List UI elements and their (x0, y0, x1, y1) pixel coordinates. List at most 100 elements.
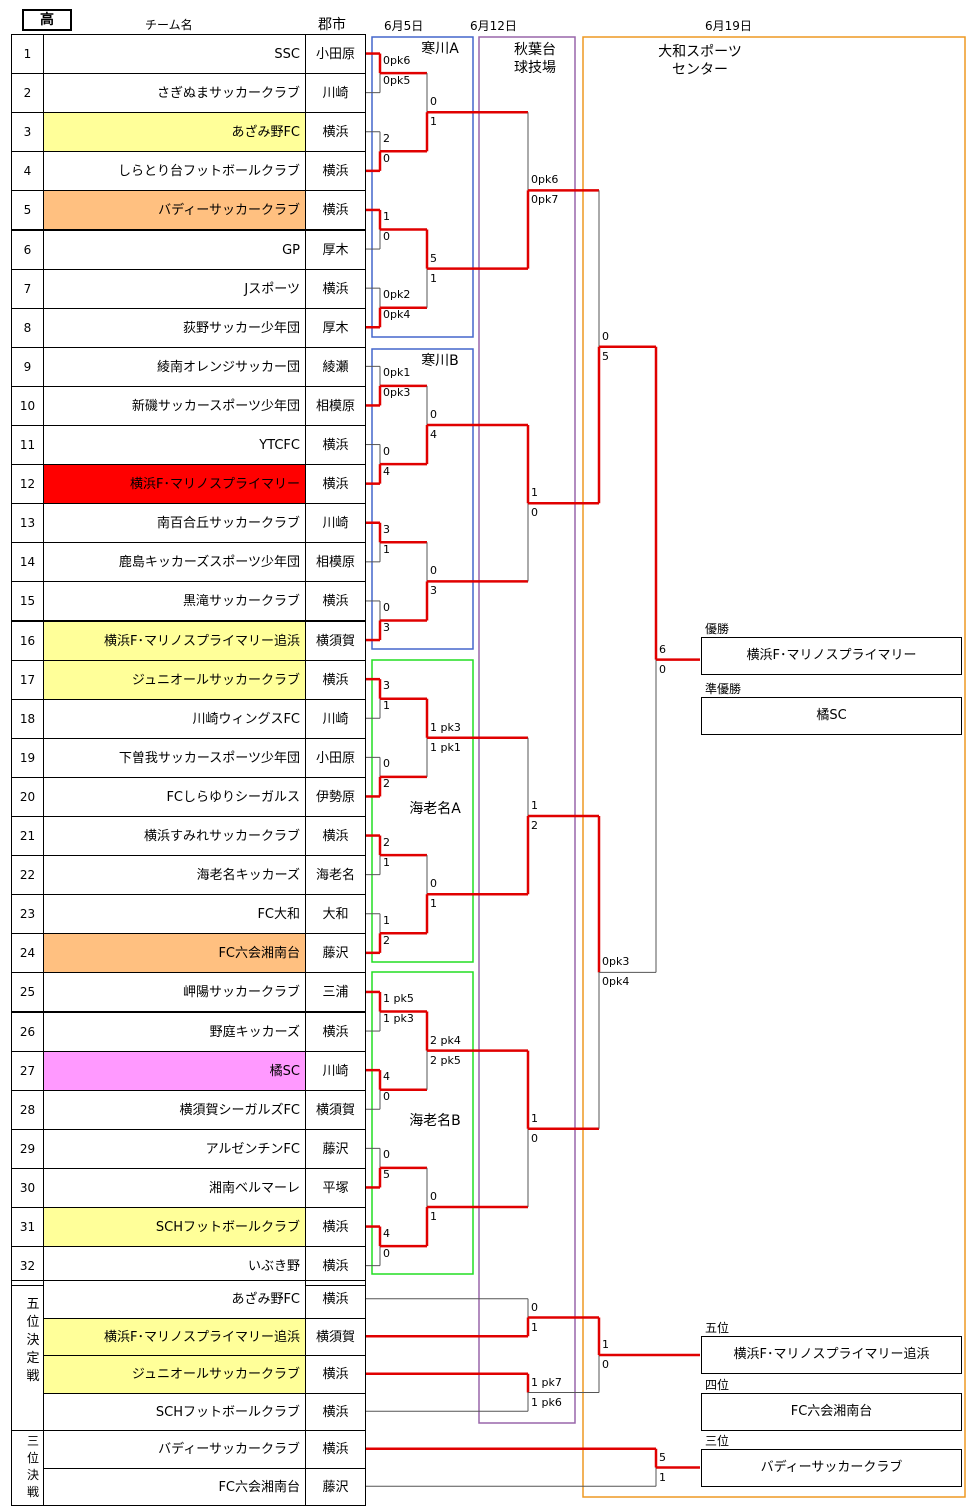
team-name: SSC (43, 34, 306, 75)
seed-number: 19 (11, 737, 44, 778)
team-city: 横須賀 (305, 1089, 366, 1130)
result-label: 五位 (705, 1321, 730, 1335)
team-city: 横浜 (305, 464, 366, 505)
score-label: 0pk6 (383, 53, 411, 67)
team-city: 横浜 (305, 659, 366, 700)
team-city: 横浜 (305, 581, 366, 622)
seed-number: 11 (11, 425, 44, 466)
score-label: 2 (531, 819, 538, 832)
team-name: バディーサッカークラブ (43, 190, 306, 231)
team-city: 横浜 (305, 425, 366, 466)
team-city: 川崎 (305, 1050, 366, 1091)
seed-number: 12 (11, 464, 44, 505)
seed-number: 7 (11, 268, 44, 309)
seed-number: 15 (11, 581, 44, 622)
team-name: FCしらゆりシーガルス (43, 776, 306, 817)
team-city: 厚木 (305, 307, 366, 348)
team-name: 海老名キッカーズ (43, 855, 306, 896)
team-name: FC六会湘南台 (43, 1467, 306, 1506)
venue-box-ebina-b (371, 971, 474, 1275)
venue-name: 海老名B (409, 1113, 461, 1129)
team-name: さぎぬまサッカークラブ (43, 73, 306, 114)
team-name: 南百合丘サッカークラブ (43, 503, 306, 544)
team-city: 藤沢 (305, 1467, 366, 1506)
seed-number: 16 (11, 620, 44, 661)
seed-number: 9 (11, 346, 44, 387)
team-city: 川崎 (305, 73, 366, 114)
venue-box-samukawa-a (371, 36, 474, 338)
score-label: 0pk4 (602, 975, 630, 989)
seed-number: 26 (11, 1011, 44, 1052)
team-name: 下曽我サッカースポーツ少年団 (43, 737, 306, 778)
venue-box-akibadai (478, 36, 576, 1424)
score-label: 2 (383, 131, 390, 145)
team-name: 横浜すみれサッカークラブ (43, 816, 306, 857)
score-label: 0 (383, 1246, 390, 1260)
score-label: 0pk6 (531, 173, 559, 187)
team-name: 岬陽サッカークラブ (43, 972, 306, 1013)
venue-box-ebina-a (371, 659, 474, 963)
team-city: 厚木 (305, 229, 366, 270)
score-label: 1 (383, 209, 390, 223)
score-label: 0pk3 (602, 955, 630, 969)
team-city: 横浜 (305, 1246, 366, 1287)
team-city: 相模原 (305, 542, 366, 583)
score-label: 1 pk7 (531, 1375, 562, 1389)
team-name: Jスポーツ (43, 268, 306, 309)
result-team: 橘SC (701, 697, 962, 735)
seed-number: 20 (11, 776, 44, 817)
seed-number: 25 (11, 972, 44, 1013)
team-name: FC六会湘南台 (43, 933, 306, 974)
third-place-label: 三位決戦 (26, 1434, 39, 1499)
venue-box-yamato (582, 36, 966, 1498)
seed-number: 28 (11, 1089, 44, 1130)
team-name: 川崎ウィングスFC (43, 698, 306, 739)
seed-number: 31 (11, 1207, 44, 1248)
date-round2: 6月12日 (470, 19, 517, 33)
seed-number: 17 (11, 659, 44, 700)
seed-number: 13 (11, 503, 44, 544)
team-name: バディーサッカークラブ (43, 1430, 306, 1469)
seed-number: 5 (11, 190, 44, 231)
score-label: 0pk4 (383, 308, 411, 322)
score-label: 0pk5 (383, 73, 411, 87)
team-city: 大和 (305, 894, 366, 935)
score-label: 1 (659, 1470, 666, 1484)
seed-number: 6 (11, 229, 44, 270)
seed-number: 21 (11, 816, 44, 857)
score-label: 0 (383, 1090, 390, 1104)
score-label: 1 (602, 1338, 609, 1351)
result-label: 四位 (705, 1378, 730, 1392)
score-label: 1 (531, 486, 538, 500)
score-label: 1 pk1 (430, 740, 461, 754)
score-label: 0 (659, 662, 666, 676)
score-label: 2 (383, 933, 390, 947)
team-city: 横浜 (305, 1280, 366, 1319)
venue-name: 海老名A (409, 801, 461, 817)
score-label: 3 (430, 584, 437, 598)
score-label: 1 (383, 542, 390, 556)
score-label: 0 (602, 1358, 609, 1371)
seed-number: 22 (11, 855, 44, 896)
seed-number: 23 (11, 894, 44, 935)
score-label: 0 (430, 408, 437, 421)
team-city: 川崎 (305, 698, 366, 739)
score-label: 3 (383, 621, 390, 635)
score-label: 0 (383, 444, 390, 458)
score-label: 1 (430, 1210, 437, 1223)
venue-box-samukawa-b (371, 348, 474, 650)
team-city: 横浜 (305, 1392, 366, 1431)
team-city: 横須賀 (305, 1317, 366, 1356)
team-name: しらとり台フットボールクラブ (43, 151, 306, 192)
seed-number: 27 (11, 1050, 44, 1091)
team-column-header: チーム名 (145, 18, 193, 32)
date-round1: 6月5日 (384, 19, 424, 33)
team-name: アルゼンチンFC (43, 1128, 306, 1169)
score-label: 0 (602, 329, 609, 343)
team-city: 伊勢原 (305, 776, 366, 817)
score-label: 1 (430, 115, 437, 129)
score-label: 1 pk6 (531, 1395, 562, 1409)
team-city: 横須賀 (305, 620, 366, 661)
